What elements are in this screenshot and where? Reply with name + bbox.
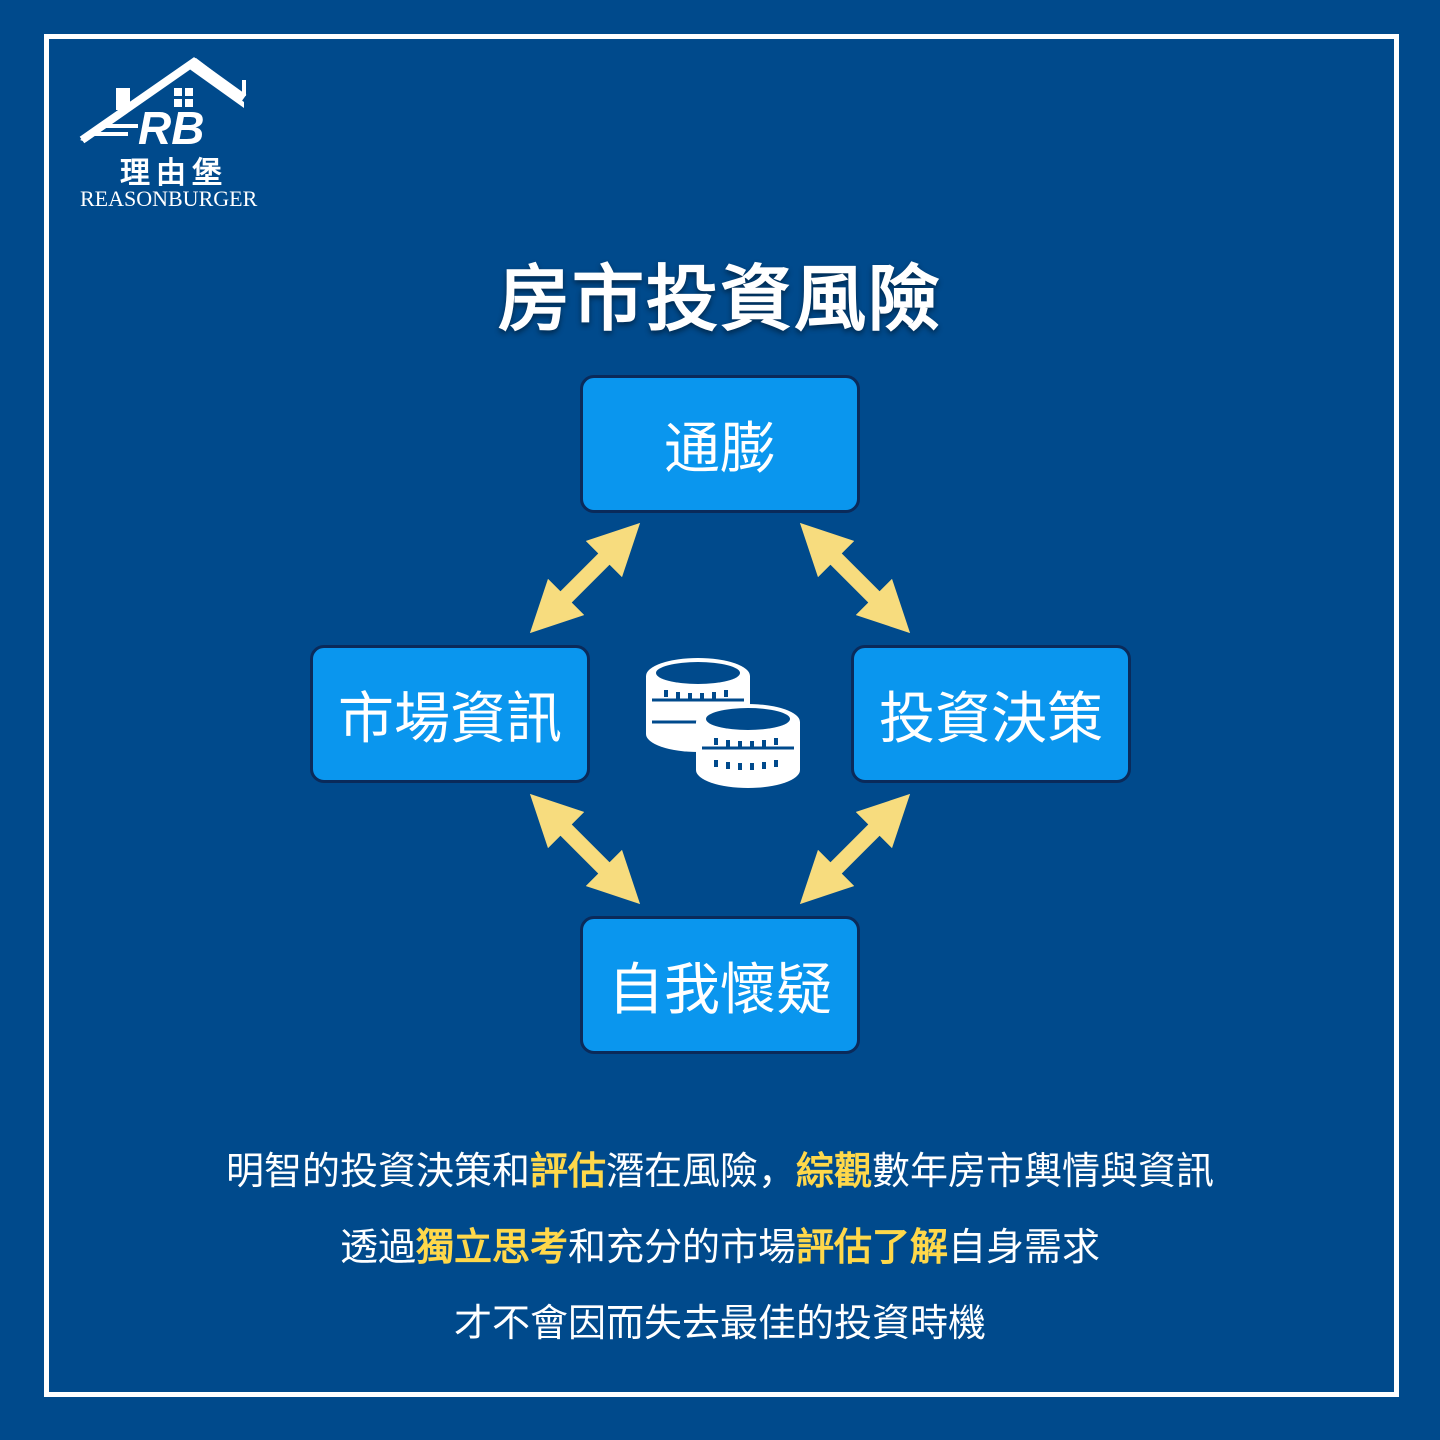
desc-highlight: 評估了解 [796, 1225, 949, 1269]
arrow-bottom-right [799, 793, 911, 905]
desc-segment: 透過 [339, 1225, 416, 1269]
desc-highlight: 獨立思考 [415, 1225, 568, 1269]
logo-english-name: REASONBURGER [80, 186, 258, 211]
node-inflation: 通膨 [580, 375, 860, 513]
description-line-3: 才不會因而失去最佳的投資時機 [0, 1292, 1440, 1347]
desc-segment: 潛在風險， [605, 1149, 796, 1193]
desc-highlight: 評估 [529, 1149, 606, 1193]
logo-chinese-name: 理由堡 [120, 156, 228, 191]
arrow-top-left [529, 522, 641, 634]
desc-segment: 明智的投資決策和 [225, 1149, 530, 1193]
arrow-top-right [799, 522, 911, 634]
logo-monogram: RB [138, 102, 204, 154]
description-line-2: 透過獨立思考和充分的市場評估了解自身需求 [0, 1216, 1440, 1271]
node-self-doubt: 自我懷疑 [580, 916, 860, 1054]
description-line-1: 明智的投資決策和評估潛在風險，綜觀數年房市輿情與資訊 [0, 1140, 1440, 1195]
white-frame [44, 34, 1399, 1397]
node-investment-decision: 投資決策 [851, 645, 1131, 783]
desc-segment: 數年房市輿情與資訊 [872, 1149, 1215, 1193]
desc-highlight: 綜觀 [796, 1149, 873, 1193]
desc-segment: 才不會因而失去最佳的投資時機 [453, 1301, 986, 1345]
page-title: 房市投資風險 [497, 257, 942, 341]
arrow-bottom-left [529, 793, 641, 905]
desc-segment: 和充分的市場 [567, 1225, 796, 1269]
house-logo-icon: RB [79, 57, 247, 154]
node-market-info: 市場資訊 [310, 645, 590, 783]
desc-segment: 自身需求 [948, 1225, 1101, 1269]
coins-icon [646, 658, 800, 788]
